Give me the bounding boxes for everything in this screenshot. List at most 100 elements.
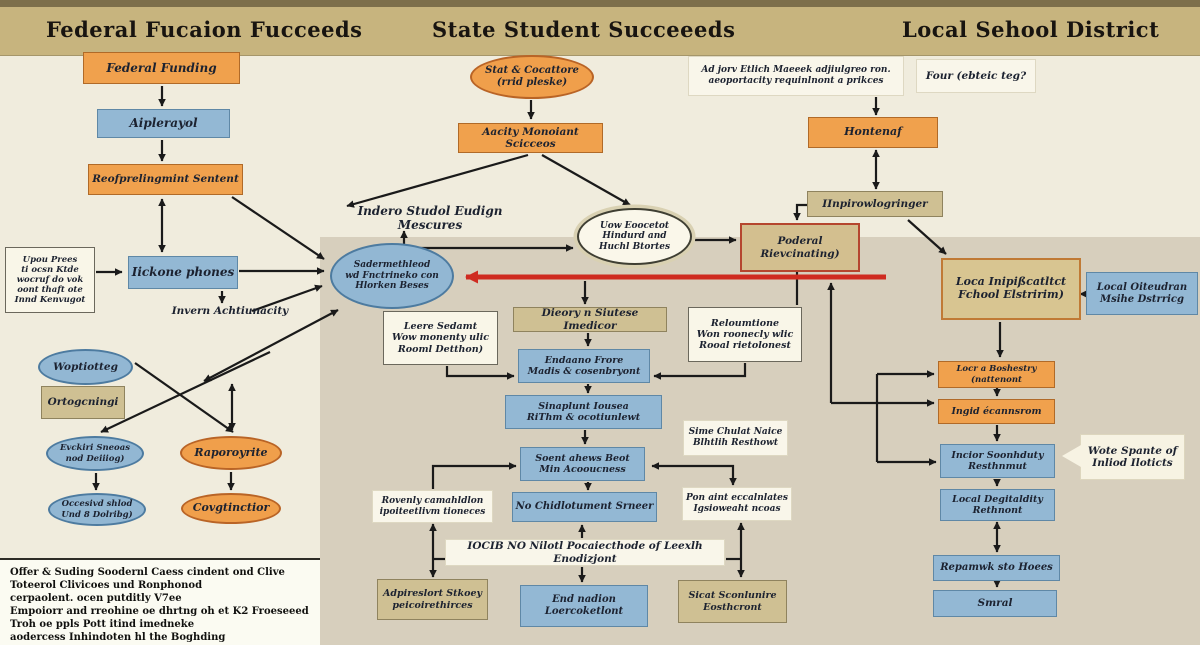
rovenly-line: Rovenly camahldlon [381, 495, 484, 506]
local-oiteudran-line: Local Oiteudran [1096, 281, 1188, 293]
arrow [251, 284, 323, 313]
sicat-line: Sicat Sconlunire [688, 590, 777, 602]
repamwk-line: Repamwk sto Hoees [940, 562, 1053, 574]
incior-line: Incior Soonhduty [951, 449, 1044, 461]
pon-aint-line: Pon aint eccalnlates [686, 493, 788, 504]
iinpirow-line: IInpirowlogringer [822, 197, 928, 210]
poderal-line: Poderal [777, 235, 823, 248]
arrow [653, 363, 747, 380]
black-arrows [92, 86, 1087, 588]
four-ebteic: Four (ebteic teg? [916, 59, 1036, 93]
ortogcningi-line: Ortogcningi [47, 396, 119, 409]
loca-inipis-line: Loca Inipißcatltct [955, 275, 1067, 289]
federal-funding: Federal Funding [83, 52, 240, 84]
wote-callout-line: Inliod Iloticts [1092, 457, 1173, 469]
footnote-line: Toteerol Clivicoes und Ronphonod [10, 580, 203, 591]
upod-prees-line: Upou Prees [22, 254, 78, 265]
invern-label: Invern Achtiunacity [160, 303, 300, 319]
uow-ellipse-line: Hindurd and [602, 231, 667, 242]
dieory-line: Dieory n Siutese Imedicor [541, 307, 639, 332]
locr-boshestry-line: Locr a Boshestry [956, 364, 1037, 375]
column-header-federal: Federal Fucaion Fucceeds [46, 17, 363, 42]
locr-boshestry: Locr a Boshestry(nattenont [938, 361, 1055, 388]
sinaplunt-line: RiThm & ocotiunlewt [526, 412, 641, 423]
poderal-line: Rievcinating) [760, 247, 840, 260]
column-header-state: State Student Succeeeds [432, 17, 736, 42]
raporoyrite: Raporoyrite [180, 436, 282, 470]
indero-label: Indero Studol Eudign Mescures [336, 204, 524, 232]
arrow [231, 196, 325, 260]
footnote-line: Troh oe ppls Pott itind imedneke [10, 619, 195, 630]
callout-wedge [1062, 445, 1081, 467]
leere-sedamt-line: Rooml Detthon) [397, 343, 484, 355]
invern-label-line: Invern Achtiunacity [171, 304, 289, 317]
loca-inipis-line: Fchool Elstririm) [958, 288, 1064, 301]
four-ebteic-line: Four (ebteic teg? [925, 69, 1027, 82]
indero-label-line: Indero Studol Eudign Mescures [357, 203, 503, 232]
sinaplunt-line: Sinaplunt Iousea [538, 400, 629, 412]
wote-callout-line: Wote Spante of [1087, 444, 1178, 457]
sicat-line: Eosthcront [703, 601, 762, 613]
footnote-line: Offer & Suding Soodernl Caess cindent on… [10, 567, 285, 578]
smral: Smral [933, 590, 1057, 617]
leere-sedamt-line: Wow monenty ulic [391, 332, 490, 344]
ad-jorv-line: aeoportacity requinlnont a prikces [708, 76, 884, 86]
adpireslort-line: Adpireslort Stkoey [382, 588, 483, 600]
stat-cocattore-line: (rrid pleske) [496, 77, 568, 88]
aacity: Aacity Monoiant Scicceos [458, 123, 603, 153]
soent-line: Soent ahews Beot [535, 452, 630, 464]
rovenly-line: ipoiteetlivm tioneces [379, 506, 486, 517]
column-header-local: Local Sehool District [902, 17, 1160, 42]
local-degit-line: Local Degitaldity [952, 493, 1043, 505]
endaano-line: Endaano Frore [544, 354, 624, 366]
iocib-banner-line: IOCIB NO Nilotl Pocaiecthode of Leexlh E… [467, 540, 703, 565]
arrow [541, 154, 631, 206]
arrow [793, 203, 807, 221]
upod-prees-line: ti ocsn Ktde [21, 264, 79, 275]
iinpirow: IInpirowlogringer [807, 191, 943, 217]
woptiotteg: Woptiotteg [38, 349, 133, 385]
header-band [0, 7, 1200, 56]
arrow [203, 309, 339, 382]
upod-prees-line: Innd Kenvugot [14, 295, 86, 306]
ortogcningi: Ortogcningi [41, 386, 125, 419]
hontenaf-line: Hontenaf [844, 125, 902, 139]
no-chid: No Chidlotument Srneer [512, 492, 657, 522]
aiplerayol-line: Aiplerayol [129, 116, 198, 131]
incior-line: Resthnmut [968, 461, 1027, 472]
arrow [445, 366, 515, 380]
reofprelingmint-line: Reofprelingmint Sentent [92, 173, 239, 186]
arrow [431, 462, 517, 489]
arrow [100, 351, 271, 433]
reofprelingmint: Reofprelingmint Sentent [88, 164, 243, 195]
footnote: Offer & Suding Soodernl Caess cindent on… [8, 565, 314, 645]
top-dark-strip [0, 0, 1200, 7]
arrow [134, 362, 234, 433]
iickone-phones-line: Iickone phones [131, 265, 235, 280]
bottom-strip [0, 645, 1200, 654]
occesivd-line: Occesivd shlod [61, 499, 133, 510]
pon-aint-line: Igsioweaht ncoas [693, 504, 781, 514]
upod-prees-line: wocruf do vok [16, 274, 84, 285]
adpireslort-line: peicoirethirces [392, 599, 473, 611]
footnote-line: aodercess Inhindoten hl the Boghding [10, 632, 226, 643]
occesivd-line: Und 8 Dolribg) [61, 509, 133, 520]
covgtinctior: Covgtinctior [181, 493, 281, 524]
federal-funding-line: Federal Funding [106, 60, 217, 75]
